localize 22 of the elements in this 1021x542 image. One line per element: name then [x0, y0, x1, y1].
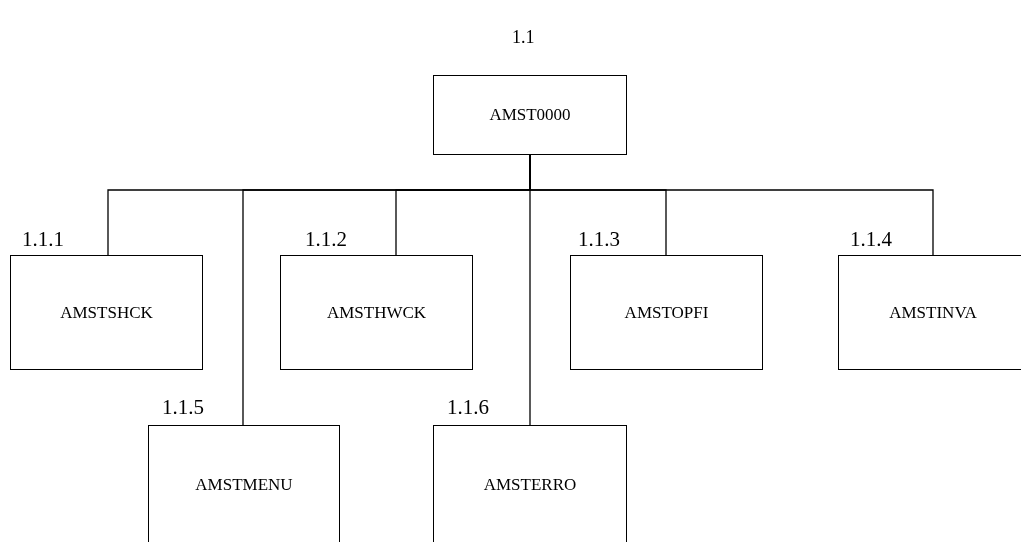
connector-line — [529, 154, 531, 426]
node-number: 1.1 — [512, 28, 535, 46]
module-box — [148, 425, 340, 542]
module-box — [280, 255, 473, 370]
module-box — [10, 255, 203, 370]
module-name: AMSTERRO — [483, 474, 577, 496]
module-box — [433, 425, 627, 542]
node-number: 1.1.3 — [578, 229, 620, 250]
module-name: AMSTOPFI — [624, 301, 709, 324]
module-name: AMST0000 — [489, 104, 571, 126]
node-number: 1.1.5 — [162, 397, 204, 418]
node-number: 1.1.2 — [305, 229, 347, 250]
module-name: AMSTHWCK — [326, 301, 427, 324]
module-name: AMSTSHCK — [60, 301, 153, 324]
module-name: AMSTMENU — [195, 474, 293, 496]
node-number: 1.1.1 — [22, 229, 64, 250]
module-box — [838, 255, 1021, 370]
module-name: AMSTINVA — [889, 301, 977, 324]
node-number: 1.1.4 — [850, 229, 892, 250]
node-number: 1.1.6 — [447, 397, 489, 418]
module-box — [570, 255, 763, 370]
module-box — [433, 75, 627, 155]
